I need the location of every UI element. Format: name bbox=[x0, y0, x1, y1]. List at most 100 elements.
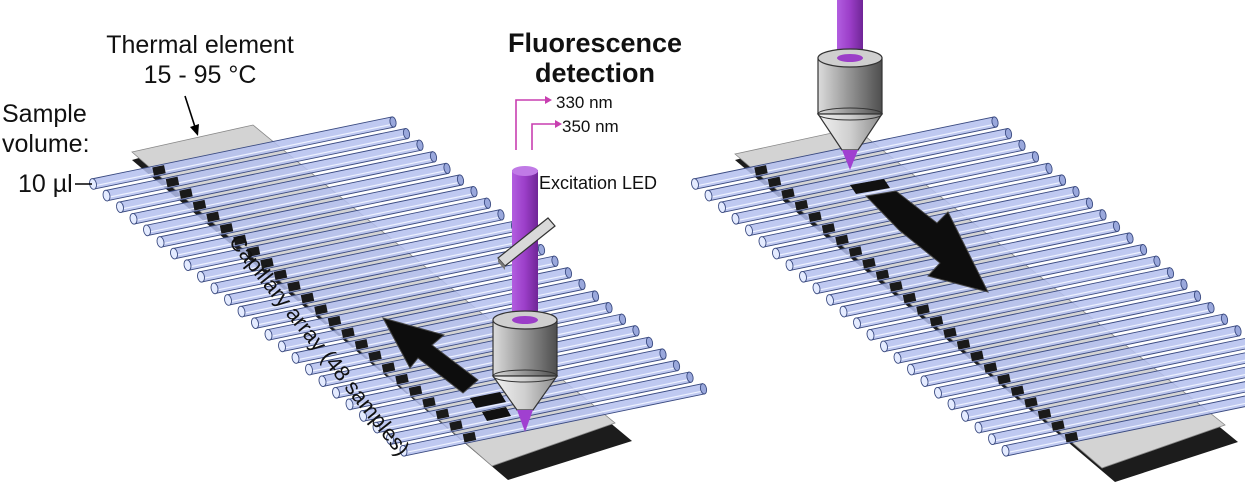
capillary-end bbox=[880, 340, 888, 353]
capillary-end bbox=[197, 271, 205, 283]
sample-spot bbox=[821, 223, 836, 234]
capillary-end bbox=[1004, 128, 1013, 140]
capillary-end bbox=[264, 329, 273, 341]
capillary-end bbox=[332, 387, 340, 399]
capillary-end bbox=[920, 375, 929, 387]
sample-spot bbox=[219, 223, 234, 234]
capillary-highlight bbox=[951, 345, 1245, 408]
thermal-element-label: Thermal element bbox=[106, 31, 294, 59]
capillary-end bbox=[1031, 151, 1040, 163]
sample-spot bbox=[808, 211, 822, 223]
capillary-end bbox=[443, 162, 451, 174]
capillary-end bbox=[988, 433, 996, 445]
sample-spot bbox=[246, 246, 261, 257]
capillary-end bbox=[210, 282, 219, 295]
sample-spot bbox=[781, 188, 795, 199]
capillary-end bbox=[456, 174, 465, 186]
capillary-end bbox=[1099, 209, 1107, 221]
capillary-highlight bbox=[390, 378, 691, 442]
capillary-end bbox=[591, 290, 600, 302]
capillary-highlight bbox=[174, 193, 475, 257]
capillary-end bbox=[758, 236, 767, 248]
capillary-highlight bbox=[735, 158, 1037, 222]
left-capillary-array bbox=[89, 116, 708, 457]
capillary-end bbox=[1126, 232, 1134, 244]
sample-spot bbox=[754, 165, 768, 176]
capillary-end bbox=[645, 336, 654, 348]
capillary-highlight bbox=[403, 390, 705, 454]
capillary-end bbox=[853, 317, 861, 329]
sample-spot bbox=[260, 257, 274, 269]
left-panel bbox=[89, 116, 708, 480]
capillary-highlight bbox=[992, 388, 1245, 442]
capillary-highlight bbox=[708, 135, 1010, 199]
capillary-highlight bbox=[160, 181, 462, 245]
capillary-end bbox=[402, 128, 411, 140]
capillary-end bbox=[416, 139, 424, 151]
thermal-pointer bbox=[184, 95, 197, 131]
capillary-end bbox=[1234, 325, 1242, 337]
sample-spot bbox=[422, 397, 436, 408]
right-sample-spots bbox=[754, 165, 1079, 443]
capillary-end bbox=[386, 433, 394, 445]
capillary-end bbox=[497, 209, 505, 221]
capillary-end bbox=[1085, 197, 1094, 209]
sample-spot bbox=[1064, 431, 1079, 443]
capillary-end bbox=[1193, 290, 1202, 302]
left-detector bbox=[382, 96, 562, 432]
sample-spot bbox=[794, 199, 809, 211]
capillary-end bbox=[618, 313, 627, 325]
capillary-end bbox=[345, 398, 354, 411]
capillary-end bbox=[961, 410, 969, 422]
capillary-end bbox=[826, 294, 834, 306]
sample-spot bbox=[287, 281, 301, 292]
capillary-end bbox=[1018, 139, 1026, 151]
capillary-end bbox=[785, 259, 794, 271]
emission-arrows bbox=[515, 99, 555, 150]
capillary-end bbox=[237, 305, 246, 318]
right-objective-lens-icon bbox=[816, 48, 884, 170]
capillary-highlight bbox=[870, 274, 1172, 338]
sample-spot bbox=[1024, 397, 1038, 408]
capillary-highlight bbox=[722, 146, 1023, 210]
sample-spot bbox=[300, 292, 315, 304]
capillary-end bbox=[564, 267, 573, 279]
sample-spot bbox=[395, 373, 409, 385]
sample-spot bbox=[462, 431, 477, 443]
sample-spot bbox=[233, 234, 247, 246]
capillary-end bbox=[143, 224, 151, 237]
left-scan-arrow bbox=[382, 317, 479, 394]
capillary-highlight bbox=[938, 332, 1239, 396]
left-sample-spots bbox=[152, 165, 477, 443]
capillary-end bbox=[745, 224, 753, 237]
wavelength-330: 330 nm bbox=[556, 93, 613, 112]
capillary-end bbox=[170, 247, 178, 260]
sample-spot bbox=[327, 315, 342, 327]
sample-spot bbox=[983, 362, 998, 373]
volume-label: volume: bbox=[2, 130, 90, 158]
right-detector bbox=[816, 0, 989, 293]
capillary-end bbox=[102, 189, 111, 202]
sample-volume-value: 10 µl bbox=[18, 170, 73, 198]
capillary-end bbox=[305, 363, 313, 376]
sample-spot bbox=[929, 315, 944, 327]
capillary-end bbox=[129, 213, 138, 225]
right-panel bbox=[691, 116, 1245, 482]
wavelength-350: 350 nm bbox=[562, 117, 619, 136]
capillary-end bbox=[907, 363, 915, 376]
sample-spot bbox=[435, 408, 450, 420]
left-objective-lens-icon bbox=[491, 310, 559, 432]
sample-spot bbox=[354, 339, 369, 350]
capillary-highlight bbox=[147, 169, 448, 234]
capillary-highlight bbox=[133, 158, 435, 222]
capillary-end bbox=[156, 236, 165, 248]
sample-spot bbox=[1037, 408, 1052, 420]
detection-title: detection bbox=[535, 58, 655, 88]
sample-spot bbox=[179, 188, 193, 199]
capillary-end bbox=[389, 116, 397, 128]
capillary-end bbox=[291, 352, 300, 364]
capillary-end bbox=[991, 116, 999, 128]
sample-spot bbox=[273, 269, 288, 281]
capillary-end bbox=[1001, 445, 1010, 457]
capillary-end bbox=[686, 371, 694, 383]
